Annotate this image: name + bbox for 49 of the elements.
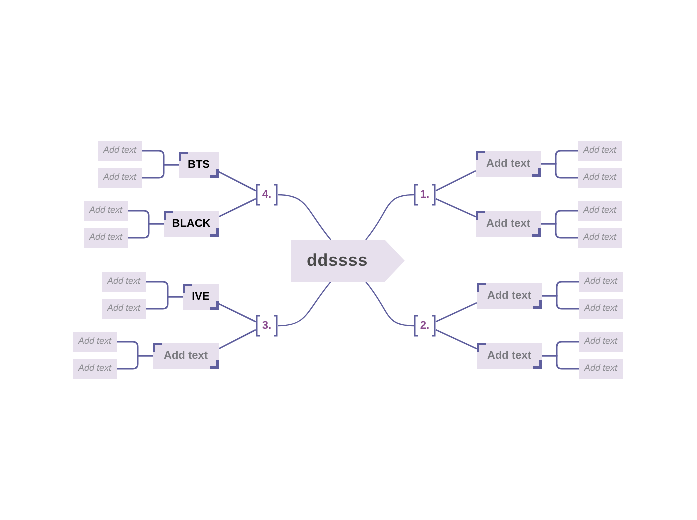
- connector-line: [278, 282, 332, 327]
- connector-line: [128, 223, 164, 239]
- subtopic-card: Add text: [578, 201, 622, 221]
- topic-card: BLACK: [164, 211, 219, 237]
- connector-line: [146, 296, 183, 310]
- connector-line: [436, 302, 478, 323]
- subtopic-card: Add text: [579, 272, 623, 292]
- number-bracket: 4.: [256, 184, 278, 206]
- subtopic-card: Add text: [98, 168, 142, 188]
- topic-card: IVE: [183, 284, 219, 310]
- connector-line: [142, 164, 179, 179]
- connector-line: [541, 163, 578, 179]
- number-bracket: 2.: [414, 315, 436, 337]
- topic-card: BTS: [179, 152, 219, 178]
- connector-line: [366, 282, 414, 327]
- connector-line: [541, 223, 578, 239]
- connector-line: [278, 194, 332, 240]
- subtopic-card: Add text: [578, 141, 622, 161]
- topic-card: Add text: [477, 283, 542, 309]
- subtopic-card: Add text: [102, 272, 146, 292]
- topic-card: Add text: [476, 211, 541, 237]
- central-topic-arrow: ddssss: [291, 240, 405, 282]
- subtopic-card: Add text: [73, 332, 117, 352]
- connector-line: [436, 170, 476, 192]
- subtopic-card: Add text: [84, 201, 128, 221]
- connector-line: [218, 198, 256, 218]
- connector-line: [436, 329, 478, 350]
- connector-line: [117, 355, 153, 370]
- connector-line: [218, 171, 256, 192]
- connector-line: [436, 198, 476, 218]
- subtopic-card: Add text: [578, 168, 622, 188]
- subtopic-card: Add text: [73, 359, 117, 379]
- number-bracket: 3.: [256, 315, 278, 337]
- topic-card: Add text: [476, 151, 541, 177]
- topic-card: Add text: [153, 343, 219, 369]
- connector-line: [542, 295, 579, 310]
- number-bracket: 1.: [414, 184, 436, 206]
- connector-line: [218, 329, 256, 350]
- subtopic-card: Add text: [102, 299, 146, 319]
- connector-line: [542, 355, 579, 370]
- connector-line: [366, 194, 414, 240]
- connector-line: [218, 303, 256, 323]
- subtopic-card: Add text: [579, 299, 623, 319]
- topic-card: Add text: [477, 343, 542, 369]
- subtopic-card: Add text: [98, 141, 142, 161]
- subtopic-card: Add text: [579, 359, 623, 379]
- subtopic-card: Add text: [84, 228, 128, 248]
- subtopic-card: Add text: [578, 228, 622, 248]
- subtopic-card: Add text: [579, 332, 623, 352]
